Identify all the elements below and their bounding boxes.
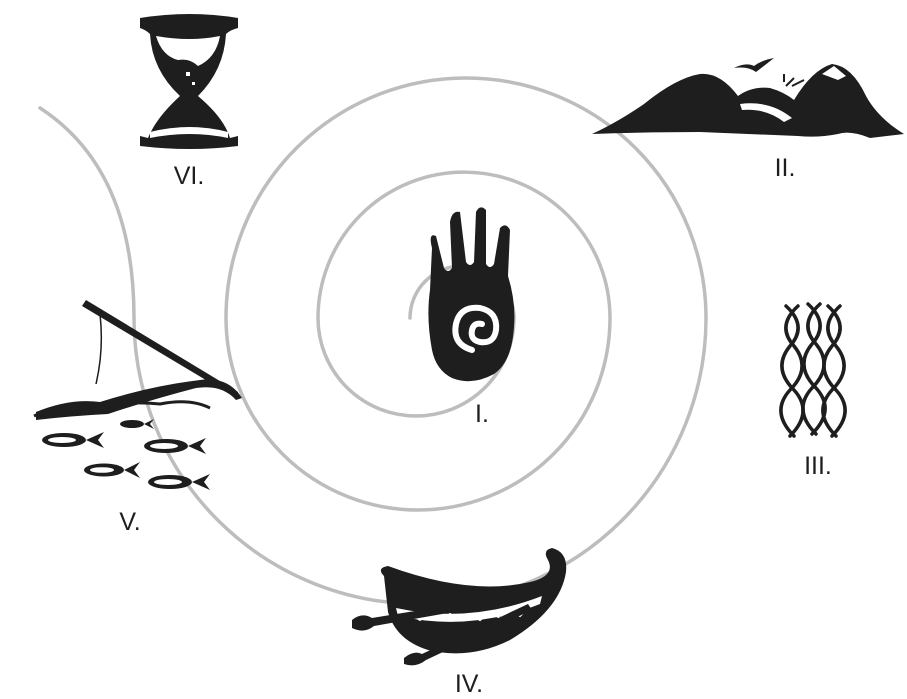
stage-label-3: III.: [804, 452, 832, 480]
fishing-fish-icon: [34, 300, 242, 490]
stage-label-1: I.: [475, 400, 489, 428]
hourglass-icon: [140, 14, 238, 149]
braided-strands-icon: [781, 304, 845, 436]
stage-label-5: V.: [119, 508, 140, 536]
spiral-hand-icon: [428, 207, 514, 381]
mountains-icon: [592, 58, 904, 138]
canoe-icon: [352, 548, 566, 665]
stage-label-4: IV.: [455, 670, 483, 698]
stage-label-2: II.: [775, 154, 796, 182]
stage-label-6: VI.: [174, 162, 205, 190]
